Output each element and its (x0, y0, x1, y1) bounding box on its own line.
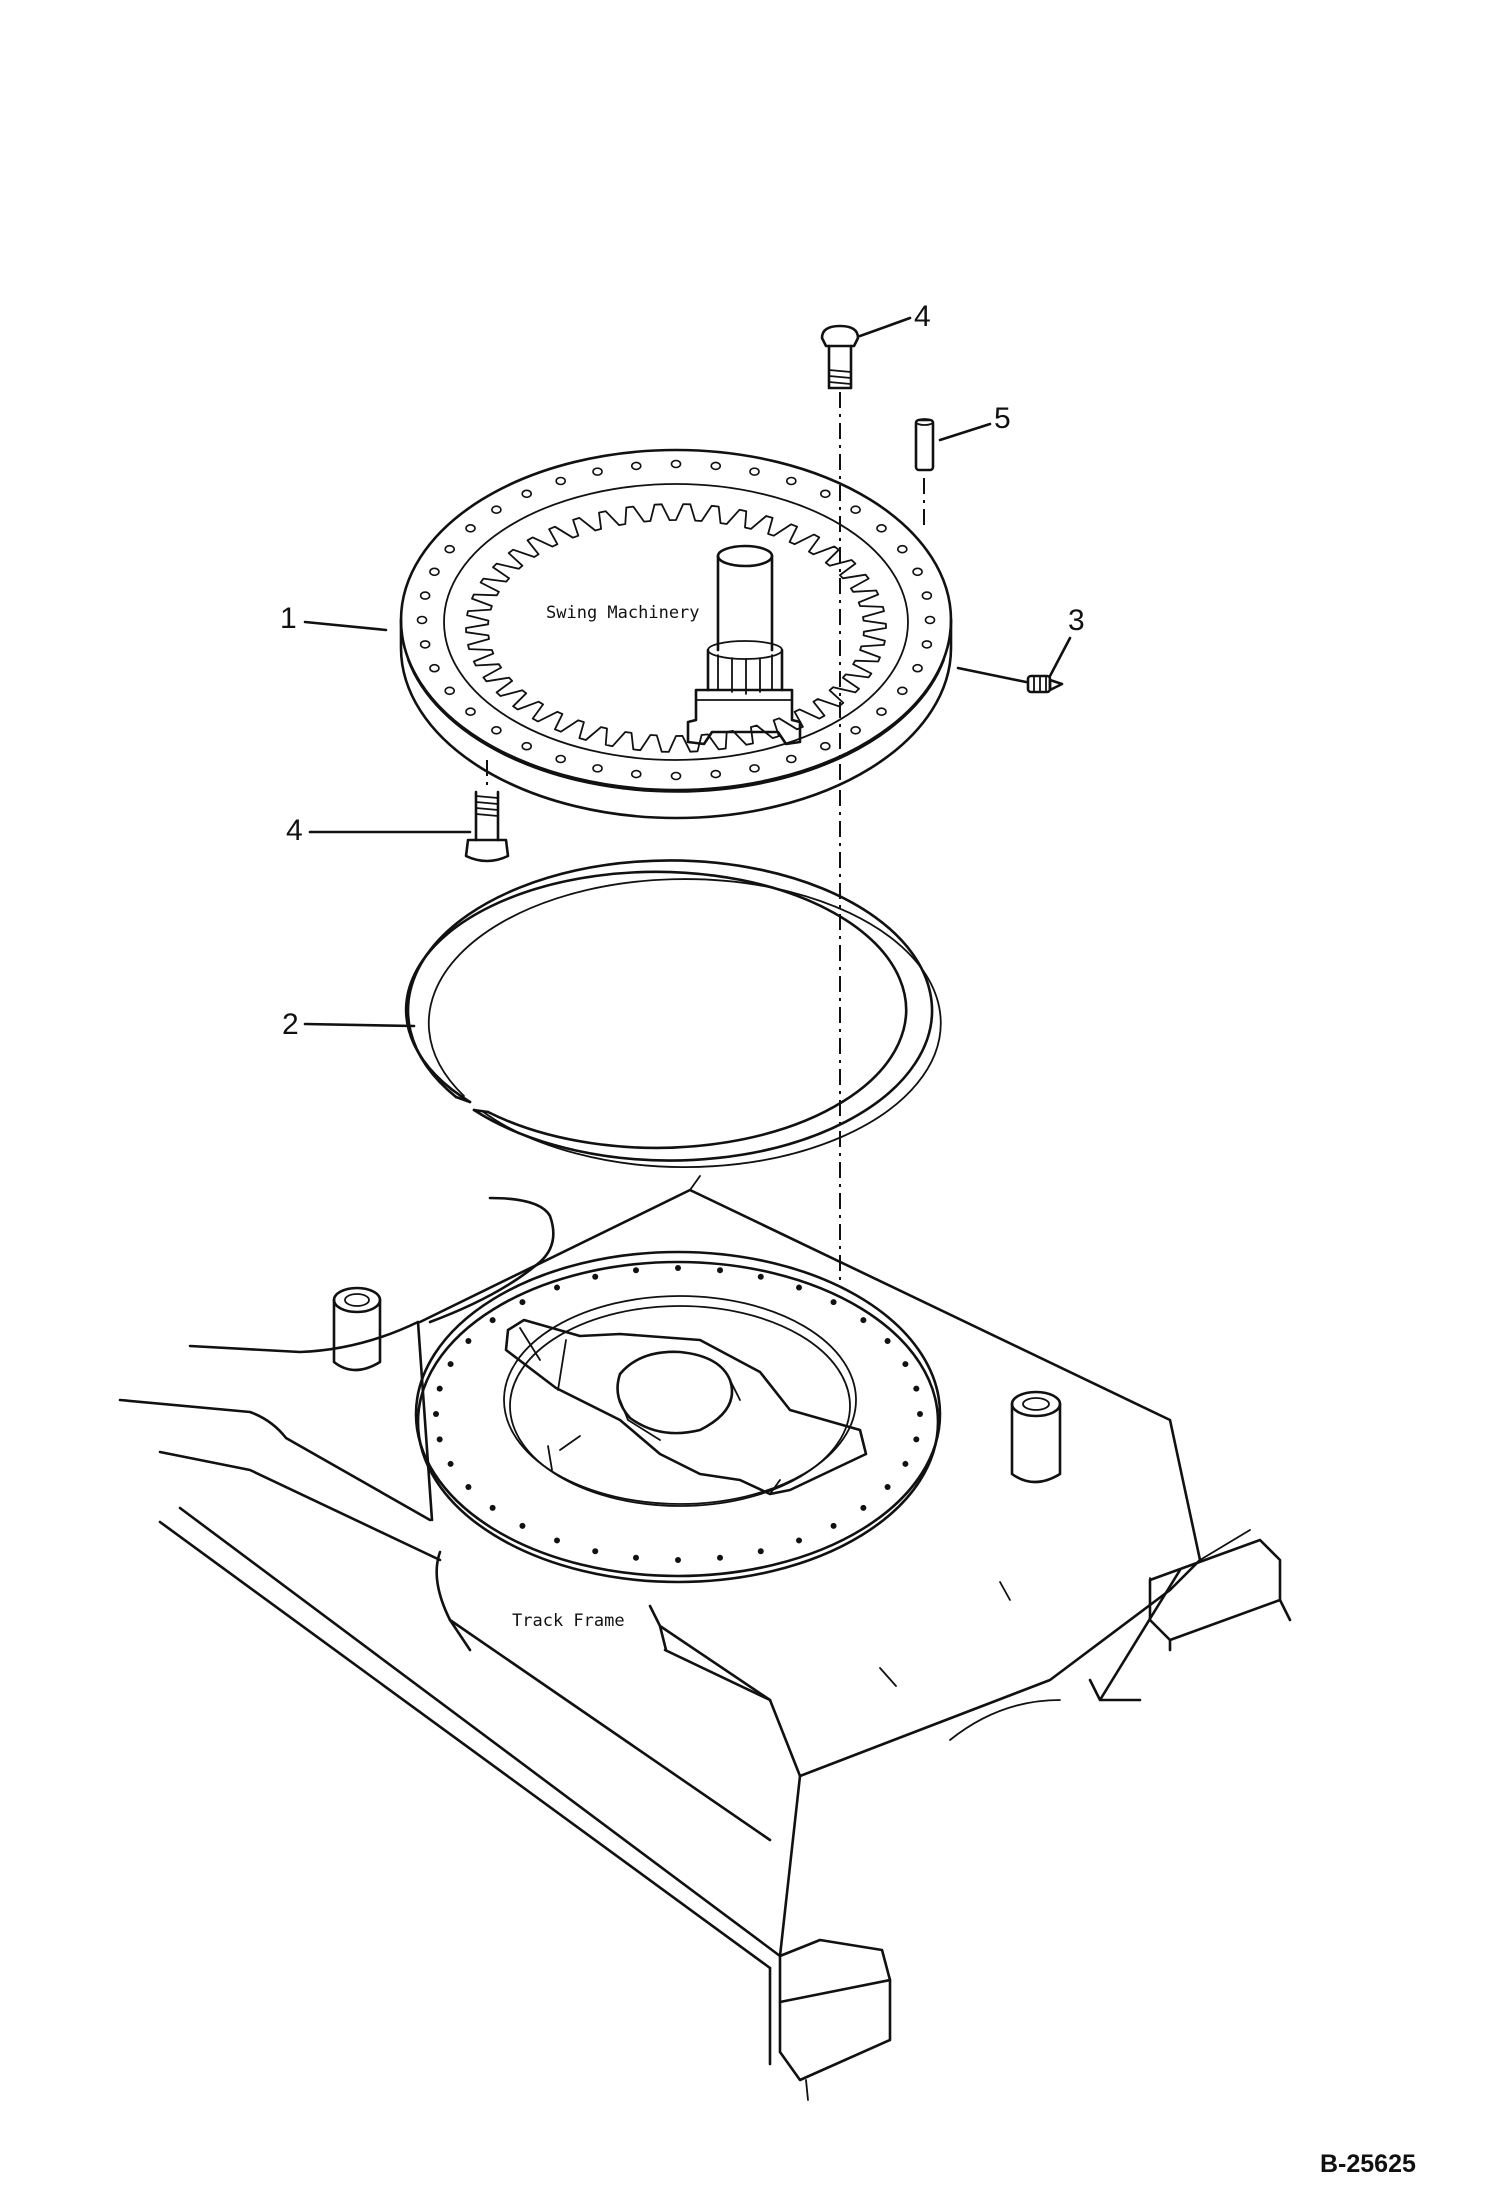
bolt-hole (465, 524, 476, 533)
frame-hole (717, 1554, 724, 1561)
bolt-hole (924, 615, 936, 625)
frame-hole (554, 1284, 560, 1291)
frame-hole (436, 1385, 443, 1392)
frame-hole (902, 1460, 909, 1467)
frame-hole (917, 1411, 923, 1417)
bolt-hole (786, 754, 797, 764)
bolt-hole (912, 567, 923, 577)
bolt-hole (429, 663, 440, 673)
bolt-hole (444, 544, 455, 554)
frame-hole (913, 1436, 920, 1443)
bolt-bottom (464, 760, 510, 863)
dowel-pin (914, 418, 935, 530)
frame-hole (489, 1504, 496, 1511)
frame-hole (675, 1557, 681, 1563)
bolt-hole (429, 567, 440, 577)
bolt-hole (419, 591, 431, 600)
frame-hole (592, 1548, 599, 1555)
bolt-hole (491, 505, 502, 514)
bolt-hole (465, 707, 476, 716)
bolt-hole (416, 615, 428, 625)
frame-hole (632, 1554, 639, 1561)
frame-hole (884, 1338, 891, 1344)
bolt-hole (710, 461, 722, 471)
bolt-hole (592, 764, 603, 773)
frame-hole (447, 1361, 454, 1368)
bolt-hole (630, 461, 642, 471)
bolt-hole (921, 640, 933, 649)
bolt-hole (592, 467, 603, 476)
internal-gear-teeth (465, 503, 887, 753)
drawing-reference-number: B-25625 (1320, 2150, 1416, 2178)
callout-2: 2 (282, 1008, 299, 1041)
frame-hole (465, 1338, 472, 1344)
bolt-hole (521, 741, 533, 751)
callout-5: 5 (994, 402, 1011, 435)
bolt-hole (749, 764, 760, 773)
frame-hole (433, 1411, 439, 1417)
frame-hole (757, 1273, 764, 1280)
bolt-hole (897, 686, 908, 696)
frame-hole (519, 1522, 526, 1529)
callout-3: 3 (1068, 604, 1085, 637)
callout-4-bottom: 4 (286, 814, 303, 847)
frame-hole (830, 1299, 837, 1306)
frame-hole (675, 1265, 681, 1271)
frame-bolt-holes (433, 1265, 923, 1563)
grease-fitting (1026, 674, 1064, 694)
bolt-hole (419, 640, 431, 649)
bolt-hole (670, 459, 682, 469)
frame-hole (519, 1299, 526, 1306)
frame-hole (632, 1267, 639, 1274)
bolt-hole (876, 524, 887, 533)
frame-hole (860, 1317, 867, 1324)
swing-machinery-pinion (686, 544, 802, 746)
frame-hole (489, 1317, 496, 1324)
bolt-hole (491, 726, 502, 735)
bolt-top (820, 324, 860, 780)
frame-hole (436, 1436, 443, 1443)
frame-hole (830, 1522, 837, 1529)
bolt-hole (850, 726, 861, 735)
bolt-hole (786, 476, 797, 486)
frame-hole (796, 1537, 802, 1544)
track-frame-label: Track Frame (512, 1611, 625, 1631)
bolt-hole (921, 591, 933, 600)
frame-hole (447, 1460, 454, 1467)
bolt-hole (555, 476, 566, 486)
bolt-hole (710, 769, 722, 779)
track-frame (118, 1175, 1292, 2101)
bolt-hole (912, 663, 923, 673)
bolt-hole (876, 707, 887, 716)
bolt-hole (630, 769, 642, 779)
bolt-hole (444, 686, 455, 696)
frame-hole (592, 1273, 599, 1280)
frame-hole (757, 1548, 764, 1555)
frame-hole (717, 1267, 724, 1274)
swing-circle (399, 448, 953, 820)
callout-1: 1 (280, 602, 297, 635)
bolt-holes (416, 459, 936, 781)
callout-4-top: 4 (914, 300, 931, 333)
bolt-hole (897, 544, 908, 554)
frame-hole (554, 1537, 560, 1544)
gear-tooth-profile (465, 503, 887, 753)
bolt-hole (670, 771, 682, 781)
bolt-hole (819, 489, 831, 499)
bolt-hole (555, 754, 566, 764)
frame-hole (860, 1504, 867, 1511)
frame-hole (913, 1385, 920, 1392)
swing-machinery-label: Swing Machinery (546, 603, 700, 623)
seal-ring (404, 859, 942, 1168)
leader-lines (303, 316, 1072, 1028)
frame-hole (884, 1484, 891, 1490)
frame-hole (796, 1284, 802, 1291)
bolt-hole (819, 741, 831, 751)
bolt-hole (521, 489, 533, 499)
frame-hole (465, 1484, 472, 1490)
bolt-hole (749, 467, 760, 476)
frame-hole (902, 1361, 909, 1368)
bolt-hole (850, 505, 861, 514)
